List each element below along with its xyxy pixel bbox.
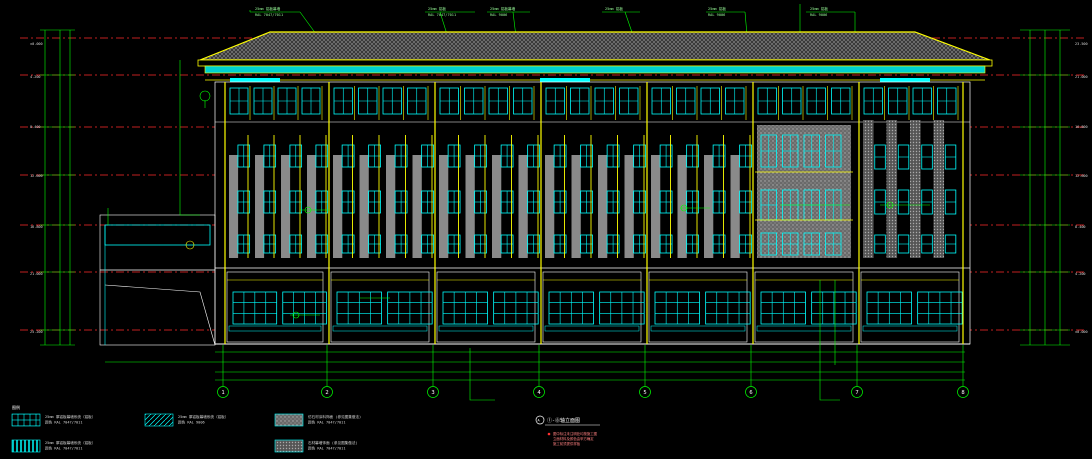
legend-text: 仿石材涂料饰面 (参见图集做法) [308,414,361,419]
axis-label: 5 [643,390,646,396]
legend-swatch [274,413,304,427]
legend-item: 25mm 厚铝板幕墙系统（铝板）颜色 RAL 9006 [144,413,228,427]
axis-bubble [639,386,651,398]
svg-text:25mm 铝板幕墙: 25mm 铝板幕墙 [255,6,281,11]
note-line-1: 图中标注未注明处均按施工图 [553,431,598,436]
axis-bubble [533,386,545,398]
legend-item: 25mm 厚铝板幕墙系统（铝板）颜色 RAL 7047/7011 [11,413,95,427]
left-dimension-chain [40,29,75,346]
svg-text:4.200: 4.200 [1075,272,1086,276]
legend-text: 25mm 厚铝板幕墙系统（铝板） [178,414,228,419]
roof [197,31,993,82]
facade-bay [858,82,963,344]
svg-text:±0.000: ±0.000 [1075,330,1088,334]
svg-text:25mm 铝板幕墙: 25mm 铝板幕墙 [490,6,516,11]
svg-text:25mm 铝板: 25mm 铝板 [708,6,726,11]
axis-bubble [217,386,229,398]
legend-text: 颜色 RAL 7047/7011 [45,420,82,425]
facade-bay [540,82,646,344]
axis-bubble [427,386,439,398]
svg-text:RAL 7047/7011: RAL 7047/7011 [255,13,283,17]
axis-label: 2 [325,390,328,396]
axis-label: 1 [221,390,224,396]
axis-bubble [745,386,757,398]
svg-text:RAL 9006: RAL 9006 [810,13,827,17]
svg-text:±0.000: ±0.000 [30,42,43,46]
legend-swatch [144,413,174,427]
left-annex [99,208,216,346]
svg-text:25mm 铝板: 25mm 铝板 [810,6,828,11]
legend-text: 石材幕墙饰面 (参见图集做法) [308,440,358,445]
facade-bay [646,82,752,344]
facade-bay [328,82,434,344]
bottom-dimension-lines [105,351,965,381]
svg-text:21.000: 21.000 [30,272,43,276]
axis-label: 7 [855,390,858,396]
top-annotation-texts: 25mm 铝板幕墙 RAL 7047/7011 25mm 铝板 RAL 7047… [255,6,828,17]
svg-text:25mm 铝板: 25mm 铝板 [605,6,623,11]
svg-text:23.500: 23.500 [1075,42,1088,46]
legend-swatch [11,413,41,427]
svg-text:25.200: 25.200 [30,330,43,334]
svg-text:8.400: 8.400 [1075,225,1086,229]
svg-text:21.000: 21.000 [1075,75,1088,79]
facade-bay [434,82,540,344]
title-block: A ①-⑧轴立面图 图中标注未注明处均按施工图 立面材料及颜色由甲方确定 施工前… [535,415,600,446]
right-dimension-chain [1020,29,1070,346]
legend-item: 仿石材涂料饰面 (参见图集做法)颜色 RAL 7047/7011 [274,413,361,427]
svg-text:25mm 铝板: 25mm 铝板 [428,6,446,11]
axis-label: 3 [431,390,434,396]
legend-swatch [274,439,304,453]
note-line-3: 施工前须提供样板 [553,441,581,446]
svg-text:RAL 7047/7011: RAL 7047/7011 [428,13,456,17]
svg-text:4.200: 4.200 [30,75,41,79]
dimension-texts: ±0.000 4.200 8.400 12.600 16.800 21.000 … [30,42,1088,334]
svg-text:8.400: 8.400 [30,125,41,129]
legend-item: 石材幕墙饰面 (参见图集做法)颜色 RAL 7047/7011 [274,439,358,453]
legend-text: 颜色 RAL 7047/7011 [308,446,345,451]
svg-text:12.600: 12.600 [1075,174,1088,178]
legend-text: 颜色 RAL 9006 [178,420,205,425]
legend-text: 颜色 RAL 7047/7011 [308,420,345,425]
legend-item: 25mm 厚铝板幕墙系统（铝板）颜色 RAL 7047/7011 [11,439,95,453]
legend-swatch [11,439,41,453]
grid-axis-bubbles: 1 2 3 4 5 6 7 8 [217,345,969,398]
svg-text:RAL 9006: RAL 9006 [708,13,725,17]
facade-bays [224,82,964,344]
svg-text:A: A [538,419,541,423]
svg-text:12.600: 12.600 [30,174,43,178]
facade-bay [752,82,857,344]
svg-text:16.800: 16.800 [1075,125,1088,129]
legend-text: 25mm 厚铝板幕墙系统（铝板） [45,414,95,419]
legend-text: 25mm 厚铝板幕墙系统（铝板） [45,440,95,445]
facade-bay [224,82,329,344]
facade-leaders [179,60,930,401]
axis-label: 6 [749,390,752,396]
svg-text:RAL 9006: RAL 9006 [490,13,507,17]
axis-label: 4 [537,390,541,396]
axis-bubble [321,386,333,398]
note-line-2: 立面材料及颜色由甲方确定 [553,436,594,441]
axis-bubble [851,386,863,398]
legend-text: 颜色 RAL 7047/7011 [45,446,82,451]
drawing-title: ①-⑧轴立面图 [547,417,580,424]
axis-label: 8 [961,390,964,396]
svg-text:16.800: 16.800 [30,225,43,229]
axis-bubble [957,386,969,398]
legend-heading: 图例 [12,404,20,410]
